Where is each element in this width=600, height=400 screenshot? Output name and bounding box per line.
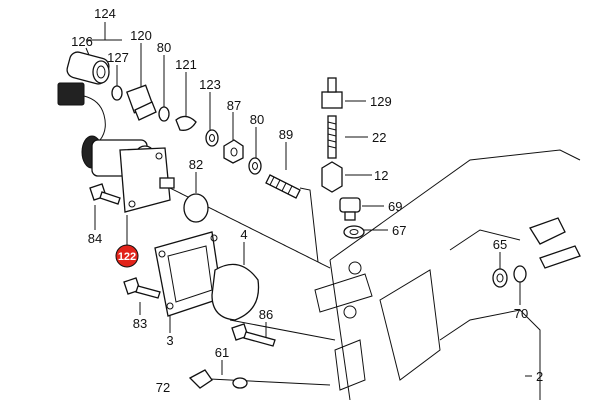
callout-86[interactable]: 86 [259, 307, 273, 322]
callout-122-badge[interactable] [115, 244, 139, 268]
callout-65[interactable]: 65 [493, 237, 507, 252]
callout-22[interactable]: 22 [372, 130, 386, 145]
callout-123[interactable]: 123 [199, 77, 221, 92]
callout-61[interactable]: 61 [215, 345, 229, 360]
callout-87[interactable]: 87 [227, 98, 241, 113]
callout-12[interactable]: 12 [374, 168, 388, 183]
part-wire-harness-124 [57, 82, 106, 141]
callout-67[interactable]: 67 [392, 223, 406, 238]
callout-120[interactable]: 120 [130, 28, 152, 43]
callout-80a[interactable]: 80 [157, 40, 171, 55]
callout-124[interactable]: 124 [94, 6, 116, 21]
part-clip-121 [175, 115, 197, 131]
part-washer-123 [205, 129, 219, 147]
part-stud-89 [265, 174, 301, 199]
part-washer-67 [343, 225, 365, 239]
part-oring-127 [111, 85, 123, 101]
part-bracket-61 [188, 369, 248, 389]
callout-122[interactable]: 122 [118, 251, 136, 263]
part-oring-4 [211, 263, 260, 321]
part-shaft [529, 217, 581, 269]
part-washer-65 [492, 268, 508, 288]
part-nut-87 [223, 139, 244, 164]
part-plug-120 [126, 84, 157, 121]
part-bolt-83 [123, 277, 161, 299]
part-oring-82 [183, 193, 209, 223]
callout-82[interactable]: 82 [189, 157, 203, 172]
part-bolt-84 [89, 183, 121, 205]
part-washer-80a [158, 106, 170, 122]
callout-126[interactable]: 126 [71, 34, 93, 49]
callout-labels: 124 126 127 120 80 121 123 87 80 89 82 1… [71, 6, 543, 395]
leader-lines [85, 22, 532, 386]
part-bolt-86 [231, 323, 276, 347]
part-stud-22 [327, 115, 337, 159]
part-nut-12 [321, 161, 343, 193]
callout-127[interactable]: 127 [107, 50, 129, 65]
callout-4[interactable]: 4 [240, 227, 247, 242]
part-solenoid [81, 135, 175, 213]
callout-80b[interactable]: 80 [250, 112, 264, 127]
callout-129[interactable]: 129 [370, 94, 392, 109]
callout-89[interactable]: 89 [279, 127, 293, 142]
callout-83[interactable]: 83 [133, 316, 147, 331]
callout-70[interactable]: 70 [514, 306, 528, 321]
part-connector-126 [66, 51, 110, 85]
callout-72[interactable]: 72 [156, 380, 170, 395]
part-washer-80b [248, 157, 262, 175]
callout-3[interactable]: 3 [166, 333, 173, 348]
callout-69[interactable]: 69 [388, 199, 402, 214]
part-gasket-3 [154, 231, 223, 317]
callout-84[interactable]: 84 [88, 231, 102, 246]
part-bolt-129 [321, 77, 343, 109]
part-oring-70 [513, 265, 527, 283]
callout-121[interactable]: 121 [175, 57, 197, 72]
callout-2[interactable]: 2 [536, 369, 543, 384]
part-plug-69 [339, 197, 361, 221]
part-housing-2 [314, 149, 581, 400]
